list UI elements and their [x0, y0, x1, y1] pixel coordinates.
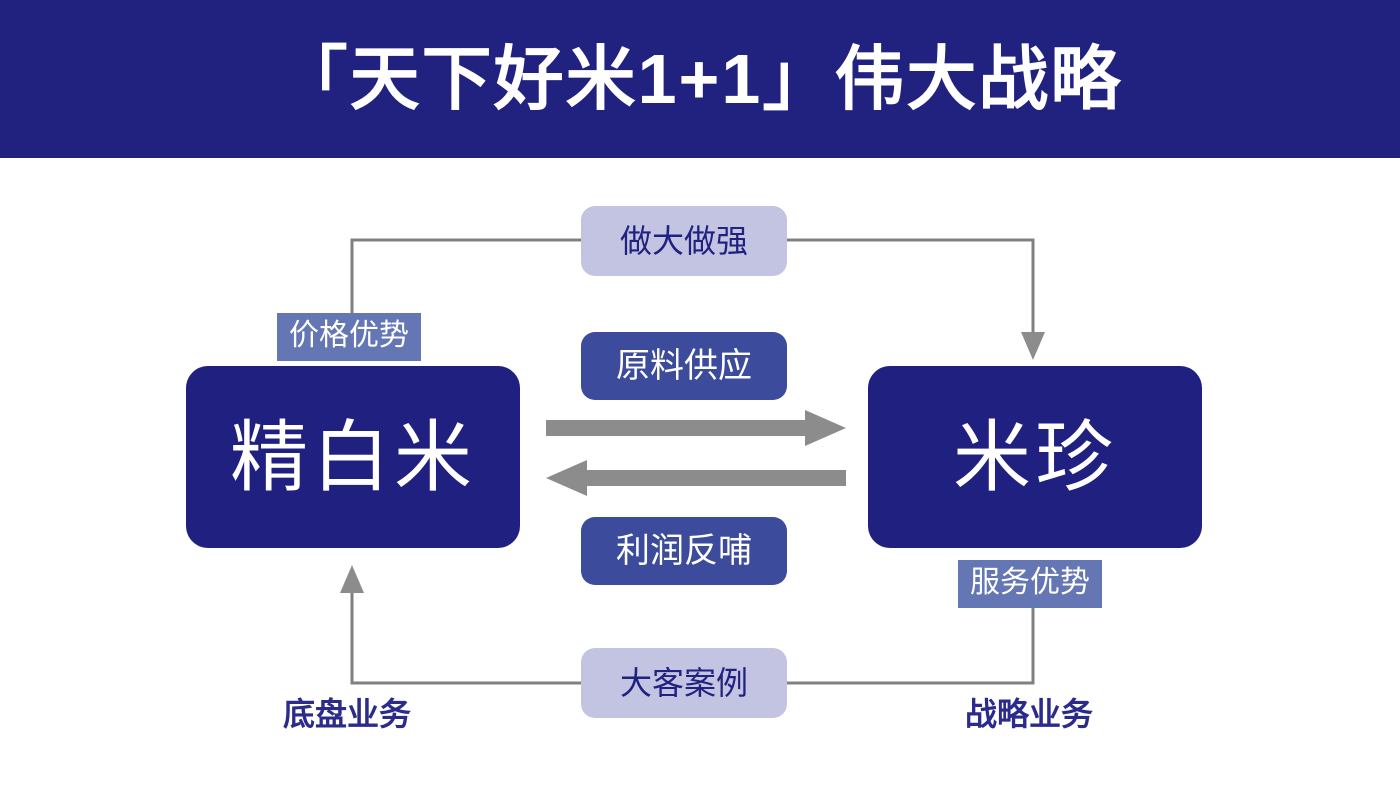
relation-chip-supply[interactable]: 原料供应: [581, 332, 787, 400]
loop-chip-key-account-case[interactable]: 大客案例: [581, 648, 787, 718]
profit-block-arrow: [546, 460, 846, 496]
entity-box-right[interactable]: 米珍: [868, 366, 1202, 548]
arrowhead-down-icon: [1021, 332, 1045, 360]
tag-service-advantage[interactable]: 服务优势: [958, 560, 1102, 608]
relation-chip-profit[interactable]: 利润反哺: [581, 517, 787, 585]
arrowhead-up-icon: [340, 565, 364, 593]
loop-chip-grow-bigger-stronger[interactable]: 做大做强: [581, 206, 787, 276]
header-band: [0, 0, 1400, 158]
supply-block-arrow: [546, 410, 846, 446]
page-title: 「天下好米1+1」伟大战略: [277, 40, 1123, 118]
entity-box-left[interactable]: 精白米: [186, 366, 520, 548]
arrow-right-icon: [546, 410, 846, 446]
caption-base-business: 底盘业务: [283, 696, 412, 732]
bottom-loop-connector: [340, 565, 1035, 685]
arrow-left-icon: [546, 460, 846, 496]
tag-price-advantage[interactable]: 价格优势: [277, 313, 421, 361]
caption-strategic-business: 战略业务: [965, 696, 1094, 732]
top-loop-connector: [350, 238, 1045, 360]
